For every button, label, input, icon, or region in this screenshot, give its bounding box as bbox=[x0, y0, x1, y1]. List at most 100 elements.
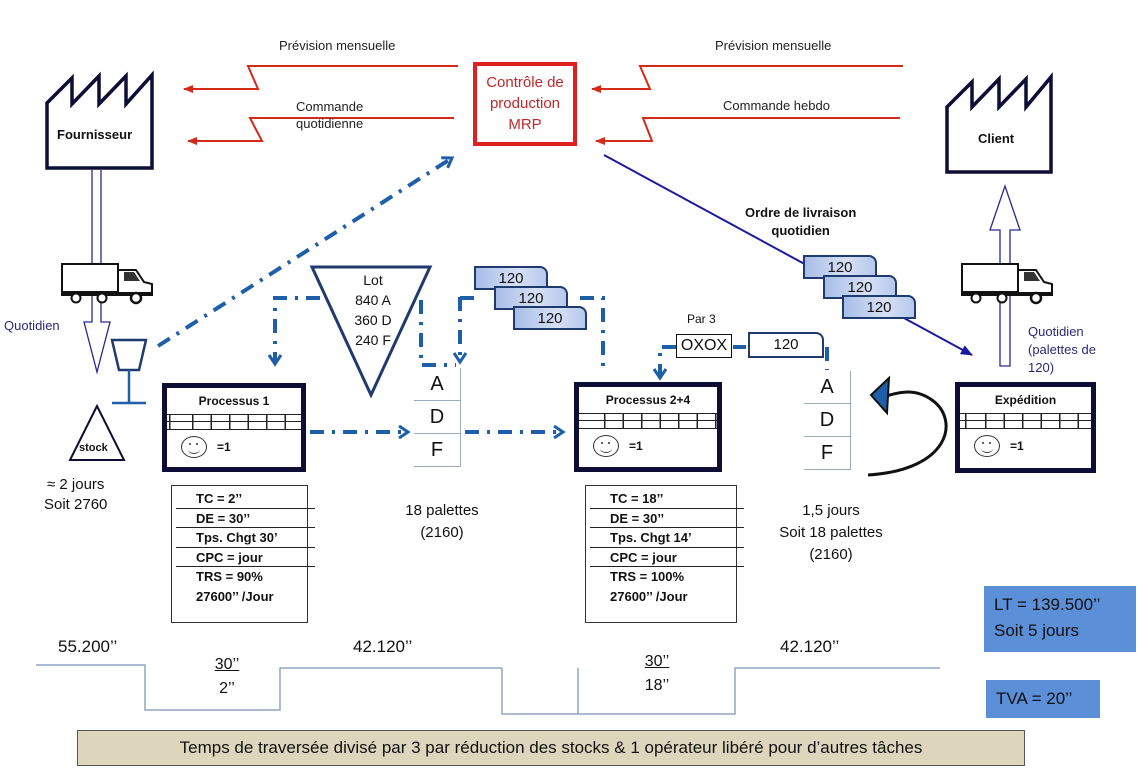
process-1-grid bbox=[167, 414, 301, 430]
supermarket-2-pallets: Soit 18 palettes bbox=[779, 524, 883, 541]
process-2-available-time: 27600’’ /Jour bbox=[610, 588, 688, 604]
supermarket-2-info: 1,5 jours Soit 18 palettes (2160) bbox=[766, 500, 896, 566]
process-2-box[interactable]: Processus 2+4 =1 bbox=[574, 382, 722, 472]
supplier-truck-icon bbox=[61, 263, 153, 305]
process-1-box[interactable]: Processus 1 =1 bbox=[162, 383, 306, 472]
supermarket-2[interactable]: A D F bbox=[804, 371, 851, 470]
timeline-process-1-cycle: 2’’ bbox=[219, 680, 235, 697]
supermarket-1-pallets: 18 palettes bbox=[405, 502, 479, 519]
expedition-operators: =1 bbox=[974, 435, 1024, 457]
flow-kanban-to-mrp bbox=[156, 158, 452, 348]
process-2-data-box: TC = 18’’ DE = 30’’ Tps. Chgt 14’ CPC = … bbox=[585, 485, 744, 623]
timeline-wait-3: 42.120’’ bbox=[780, 637, 840, 656]
process-2-title: Processus 2+4 bbox=[605, 393, 691, 407]
process-1-operators: =1 bbox=[181, 436, 231, 458]
lot-title: Lot bbox=[363, 272, 383, 288]
kanban-card-downstream-3[interactable]: 120 bbox=[842, 295, 916, 319]
process-1-title: Processus 1 bbox=[198, 394, 270, 408]
process-1-available-time: 27600’’ /Jour bbox=[196, 588, 274, 604]
leveling-label: Par 3 bbox=[687, 312, 716, 326]
label-daily-order-left: Commande quotidienne bbox=[296, 98, 363, 132]
info-flow-weekly-order-right bbox=[595, 117, 900, 145]
lead-time-summary: LT = 139.500’’ Soit 5 jours bbox=[984, 586, 1136, 652]
process-2-oee: TRS = 100% bbox=[610, 569, 685, 584]
supplier-factory-icon bbox=[45, 70, 154, 170]
expedition-grid bbox=[960, 413, 1091, 429]
label-daily-order-line1: Commande bbox=[296, 99, 364, 114]
flow-mrp-to-expedition bbox=[603, 154, 973, 356]
kanban-post-icon bbox=[110, 338, 148, 405]
expedition-title: Expédition bbox=[994, 393, 1057, 407]
process-1-cycle-time: TC = 2’’ bbox=[176, 489, 315, 509]
label-monthly-forecast-right: Prévision mensuelle bbox=[715, 38, 832, 53]
mrp-production-control[interactable]: Contrôle de production MRP bbox=[473, 62, 577, 146]
withdrawal-kanban-card[interactable]: 120 bbox=[748, 332, 824, 358]
process-1-operator-count: =1 bbox=[217, 440, 231, 454]
supermarket-2-slot-f: F bbox=[804, 437, 850, 470]
supermarket-1-units: (2160) bbox=[420, 524, 464, 541]
label-delivery-order-line2: quotidien bbox=[771, 223, 830, 238]
expedition-box[interactable]: Expédition =1 bbox=[955, 382, 1096, 473]
stock-label: stock bbox=[79, 442, 108, 454]
lot-info: Lot 840 A 360 D 240 F bbox=[343, 270, 403, 350]
operator-icon bbox=[974, 435, 1000, 457]
timeline-process-2: 30’’ 18’’ bbox=[637, 650, 677, 698]
customer-frequency-line3: 120) bbox=[1028, 360, 1055, 375]
operator-icon bbox=[181, 436, 207, 458]
leveling-box[interactable]: OXOX bbox=[676, 334, 732, 358]
label-daily-order-line2: quotidienne bbox=[296, 116, 364, 131]
lead-time-value: LT = 139.500’’ bbox=[994, 595, 1101, 614]
timeline-process-1: 30’’ 2’’ bbox=[207, 653, 247, 701]
lot-line-d: 360 D bbox=[354, 312, 392, 328]
info-flow-monthly-forecast-right bbox=[591, 65, 903, 93]
process-2-cycle-time: TC = 18’’ bbox=[590, 489, 744, 509]
process-1-data-box: TC = 2’’ DE = 30’’ Tps. Chgt 30’ CPC = j… bbox=[171, 485, 315, 623]
timeline-process-2-lead: 30’’ bbox=[644, 653, 670, 670]
mrp-line3: MRP bbox=[508, 116, 542, 133]
process-1-changeover: Tps. Chgt 30’ bbox=[176, 528, 315, 548]
customer-factory-icon bbox=[945, 72, 1053, 174]
process-2-operator-count: =1 bbox=[629, 439, 643, 453]
customer-frequency: Quotidien (palettes de 120) bbox=[1028, 323, 1096, 377]
info-flow-daily-order-left bbox=[187, 117, 454, 145]
raw-stock-quantity: Soit 2760 bbox=[44, 496, 108, 513]
supermarket-2-units: (2160) bbox=[809, 546, 853, 563]
supplier-frequency: Quotidien bbox=[4, 318, 60, 333]
raw-stock-info: ≈ 2 jours Soit 2760 bbox=[44, 475, 107, 515]
supermarket-1-info: 18 palettes (2160) bbox=[397, 500, 487, 544]
label-weekly-order-right: Commande hebdo bbox=[723, 98, 830, 113]
expedition-operator-count: =1 bbox=[1010, 439, 1024, 453]
process-2-operators: =1 bbox=[593, 435, 643, 457]
lot-line-f: 240 F bbox=[355, 332, 391, 348]
timeline-wait-1: 55.200’’ bbox=[58, 637, 118, 656]
supermarket-1-slot-d: D bbox=[414, 401, 460, 434]
stock-triangle-icon bbox=[68, 403, 126, 461]
lead-time-days: Soit 5 jours bbox=[994, 621, 1080, 640]
kanban-card-upstream-3[interactable]: 120 bbox=[513, 306, 587, 330]
pull-arrow-icon bbox=[867, 375, 948, 477]
value-added-time: TVA = 20’’ bbox=[986, 680, 1100, 718]
supermarket-1[interactable]: A D F bbox=[414, 368, 461, 467]
timeline-process-2-cycle: 18’’ bbox=[644, 677, 670, 694]
process-2-changeover: Tps. Chgt 14’ bbox=[590, 528, 744, 548]
process-1-every-part: CPC = jour bbox=[176, 548, 315, 568]
process-2-every-part: CPC = jour bbox=[590, 548, 744, 568]
customer-frequency-line2: (palettes de bbox=[1028, 342, 1096, 357]
supermarket-1-slot-a: A bbox=[414, 368, 460, 401]
process-1-oee: TRS = 90% bbox=[196, 569, 263, 584]
supermarket-1-slot-f: F bbox=[414, 434, 460, 467]
customer-frequency-line1: Quotidien bbox=[1028, 324, 1084, 339]
lot-signal-triangle bbox=[309, 265, 433, 399]
supermarket-2-days: 1,5 jours bbox=[802, 502, 860, 519]
label-monthly-forecast-left: Prévision mensuelle bbox=[279, 38, 396, 53]
operator-icon bbox=[593, 435, 619, 457]
label-delivery-order-line1: Ordre de livraison bbox=[745, 205, 857, 220]
timeline-wait-2: 42.120’’ bbox=[353, 637, 413, 656]
supplier-label: Fournisseur bbox=[57, 127, 133, 142]
process-1-lead: DE = 30’’ bbox=[176, 509, 315, 529]
timeline-process-1-lead: 30’’ bbox=[214, 656, 240, 673]
customer-label: Client bbox=[978, 131, 1015, 146]
mrp-line2: production bbox=[489, 95, 561, 112]
flow-leveling-to-process2 bbox=[660, 345, 676, 378]
